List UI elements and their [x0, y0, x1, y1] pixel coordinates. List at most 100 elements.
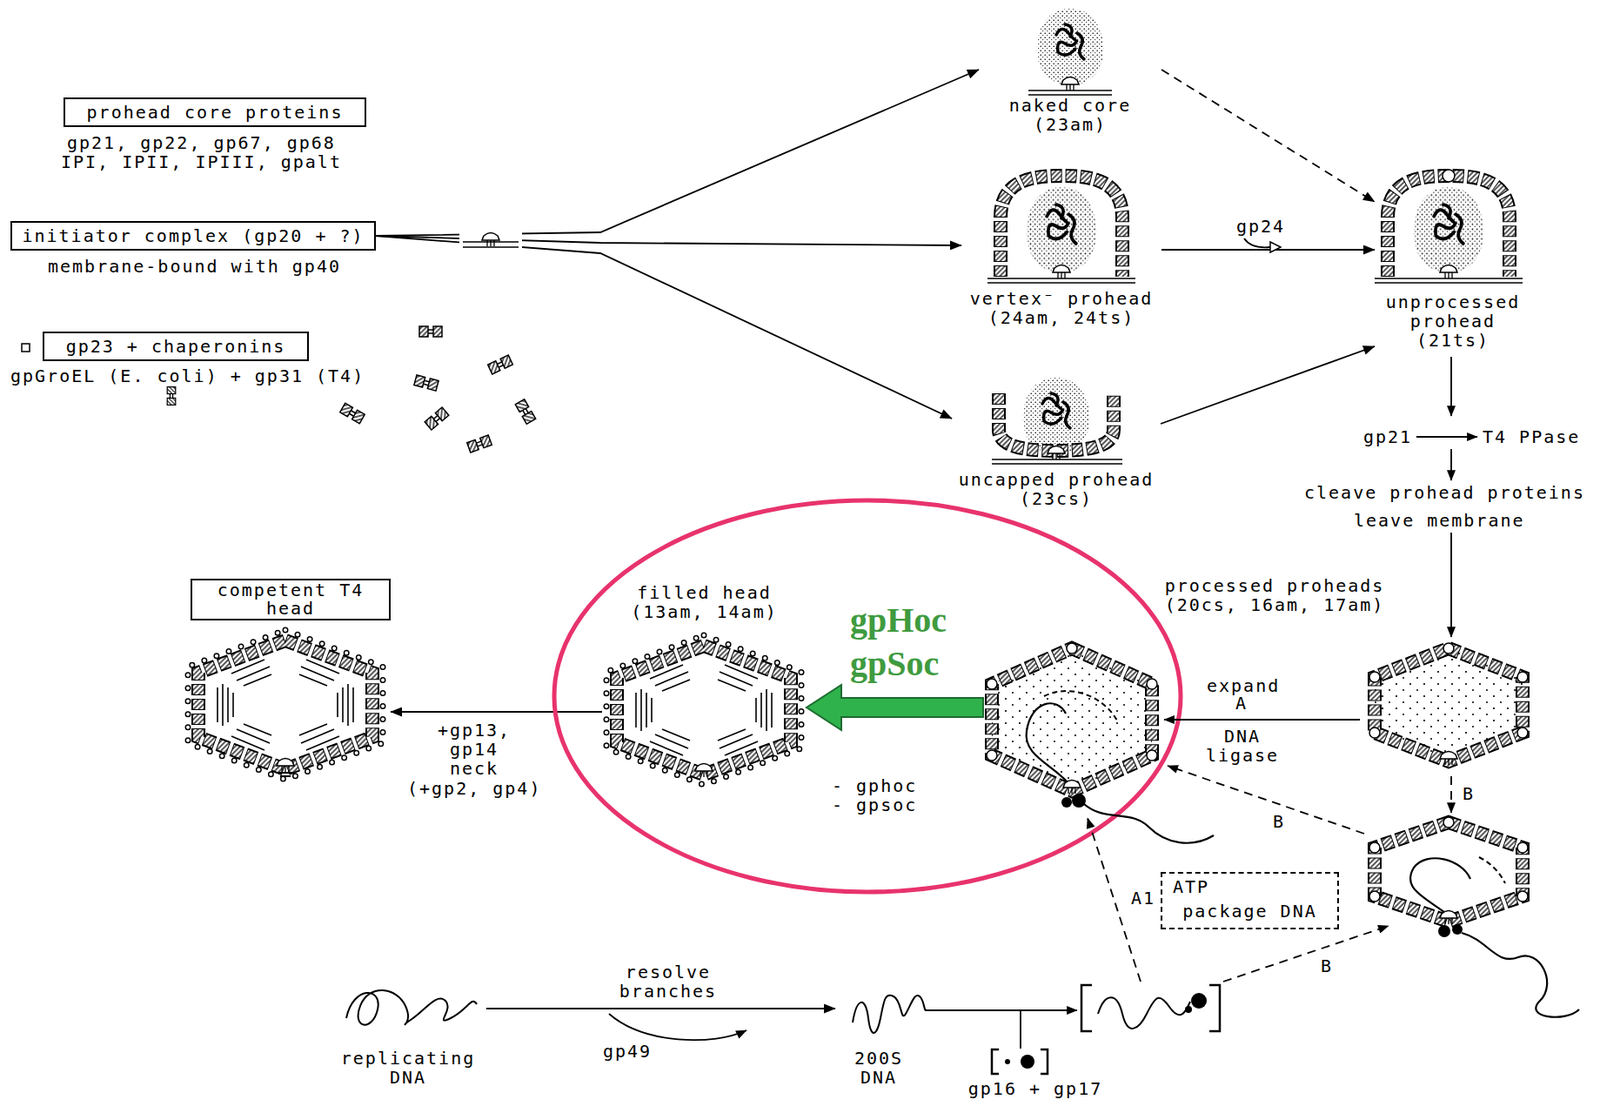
drawing-part	[1020, 1054, 1035, 1069]
label-slot: gp24	[1236, 216, 1286, 236]
drawing-part	[1387, 175, 1510, 277]
stage-figure: gp16 + gp17	[957, 1044, 1114, 1098]
label-slot: gp21, gp22, gp67, gp68	[66, 133, 336, 153]
label-slot: gpSoc	[850, 643, 939, 684]
drawing-part	[1023, 377, 1090, 455]
boxed-title: prohead core proteins	[63, 97, 367, 128]
text-label: leave membrane	[1353, 510, 1526, 530]
drawing-part	[1452, 923, 1463, 935]
stage-figure: unprocessed prohead (21ts)	[1374, 167, 1532, 350]
drawing-part	[1413, 187, 1484, 274]
drawing-part	[419, 326, 442, 337]
drawing-part	[1084, 803, 1214, 844]
connector	[390, 710, 603, 713]
label-slot: gpGroEL (E. coli) + gp31 (T4)	[10, 366, 365, 386]
box-title: gp23 + chaperonins	[66, 336, 287, 356]
drawing-part	[1479, 856, 1506, 884]
text-label: gp21, gp22, gp67, gp68	[66, 133, 336, 153]
packaging-prohead-figure	[986, 642, 1214, 844]
drawing-part	[1026, 702, 1072, 788]
label-slot: A	[1235, 693, 1248, 713]
processed-prohead-figure	[1369, 642, 1528, 765]
protein-label: gpSoc	[850, 643, 939, 684]
drawing-part	[467, 435, 493, 453]
node-text: filled head (13am, 14am)	[602, 582, 807, 622]
drawing-part	[1439, 265, 1458, 280]
text-label: A	[1235, 693, 1248, 713]
label-slot: (+gp2, gp4)	[407, 778, 542, 798]
node-text: naked core (23am)	[978, 95, 1162, 134]
drawing-part	[1369, 842, 1380, 853]
drawing-part	[606, 635, 802, 785]
drawing-part	[276, 772, 295, 777]
drawing-part	[991, 1049, 1048, 1074]
node-text: uncapped prohead (23cs)	[951, 469, 1161, 509]
stage-figure: uncapped prohead (23cs)	[951, 377, 1161, 509]
drawing-part	[1052, 265, 1071, 280]
label-slot: gp49	[602, 1041, 652, 1061]
drawing-part	[482, 233, 500, 248]
label-slot: gp21	[1363, 427, 1413, 447]
stage-figure: filled head (13am, 14am)	[602, 582, 807, 780]
connector	[1161, 248, 1375, 251]
text-label: - gpsoc	[831, 795, 918, 815]
label-slot: - gpsoc	[831, 795, 918, 815]
text-label: expand	[1206, 676, 1280, 696]
boxed-title: gp23 + chaperonins	[42, 331, 309, 362]
drawing-part	[1461, 932, 1580, 1018]
drawing-part	[1517, 727, 1528, 738]
drawing-part	[852, 995, 927, 1033]
text-label: resolve branches	[611, 962, 725, 1001]
label-slot: leave membrane	[1353, 510, 1526, 530]
drawing-part	[1044, 690, 1118, 723]
boxed-heading: competent T4 head	[190, 578, 391, 621]
node-text: gp16 + gp17	[957, 1078, 1114, 1098]
stage-figure: competent T4 head	[190, 578, 391, 780]
drawing-part	[1146, 749, 1158, 761]
drawing-part	[991, 648, 1152, 791]
drawing-part	[1517, 671, 1528, 683]
drawing-part	[340, 402, 366, 423]
drawing-part	[987, 278, 1136, 283]
text-label: - gphoc	[831, 776, 918, 796]
drawing-part	[488, 354, 514, 375]
text-label: B	[1272, 811, 1286, 831]
drawing-part	[459, 227, 523, 251]
drawing-part	[1369, 890, 1380, 902]
drawing-part	[1081, 984, 1220, 1031]
text-label: B	[1462, 783, 1475, 804]
drawing-part	[1244, 238, 1271, 248]
competent-head-figure	[187, 629, 383, 780]
gp24-mark	[1244, 238, 1281, 253]
drawing-part	[1517, 842, 1528, 853]
text-label: membrane-bound with gp40	[47, 256, 342, 276]
node-text: ATP	[1172, 876, 1327, 897]
label-slot: cleave prohead proteins	[1304, 482, 1586, 503]
node-text: vertex⁻ prohead (24am, 24ts)	[961, 288, 1162, 328]
drawing-part	[1061, 77, 1079, 92]
drawing-part	[1442, 169, 1455, 182]
drawing-part	[1387, 175, 1510, 277]
drawing-part	[998, 393, 1114, 451]
connector	[1161, 69, 1375, 202]
drawing-part	[1443, 642, 1454, 654]
label-slot: B	[1462, 783, 1475, 804]
drawing-part	[1061, 796, 1072, 808]
drawing-part	[1410, 857, 1471, 916]
node-text: 200S DNA	[835, 1048, 923, 1087]
drawing-part	[1223, 925, 1389, 982]
drawing-part	[1146, 678, 1158, 690]
text-label: +gp13, gp14 neck	[426, 720, 523, 778]
label-slot: T4 PPase	[1482, 427, 1580, 447]
drawing-part	[1037, 8, 1104, 86]
drawing-part	[1450, 448, 1453, 481]
text-label: gp24	[1236, 216, 1286, 236]
drawing-part	[1270, 241, 1281, 253]
connector	[1160, 346, 1375, 424]
label-slot: membrane-bound with gp40	[47, 256, 342, 276]
node-text: processed proheads (20cs, 16am, 17am)	[1157, 575, 1393, 615]
drawing-part	[1019, 1010, 1022, 1049]
dna-figures	[346, 984, 1220, 1074]
drawing-part	[424, 407, 449, 430]
